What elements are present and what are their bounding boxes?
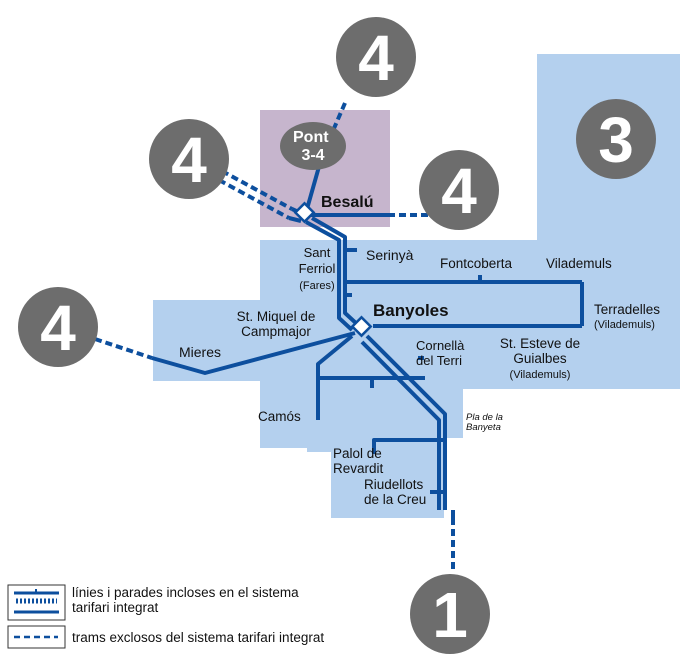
label-besalu: Besalú: [321, 194, 373, 211]
label-line: Cornellà: [416, 338, 465, 353]
label-line: Palol de: [333, 446, 382, 461]
line-palol: [372, 438, 447, 454]
label-line: Fontcoberta: [440, 256, 513, 271]
line-banyoles-riudellots-b: [360, 340, 441, 510]
zone-3-area: [153, 54, 680, 518]
pont-3-4-label: Pont 3-4: [293, 129, 333, 164]
zone-4-topleft-number: 4: [171, 124, 207, 196]
pont-line-1: Pont: [293, 129, 329, 146]
label-line: Campmajor: [241, 324, 311, 339]
dashed-to-zone4-left: [94, 337, 153, 360]
zone-1-number: 1: [432, 579, 468, 651]
label-line: Sant: [304, 245, 331, 260]
dashed-to-zone4-topleft-a: [221, 169, 293, 211]
label-fontcoberta: Fontcoberta: [440, 256, 513, 271]
line-banyoles-mieres: [151, 331, 356, 375]
label-line: Vilademuls: [546, 256, 612, 271]
label-line: (Fares): [299, 280, 334, 292]
line-banyoles-riudellots-a: [365, 334, 447, 510]
label-line: Riudellots: [364, 477, 424, 492]
label-terradelles: Terradelles (Vilademuls): [594, 302, 660, 331]
line-besalu-banyoles-b: [305, 220, 354, 332]
line-besalu-nw-b: [288, 216, 302, 223]
label-line: Terradelles: [594, 302, 660, 317]
label-banyoles: Banyoles: [373, 301, 449, 320]
label-line: St. Miquel de: [237, 309, 316, 324]
label-line: Besalú: [321, 194, 373, 211]
line-besalu-banyoles-a: [311, 216, 360, 327]
label-line: Banyeta: [466, 422, 501, 433]
label-line: Camós: [258, 409, 301, 424]
label-line: del Terri: [416, 353, 462, 368]
zone-4-right-number: 4: [441, 155, 477, 227]
included-lines: [151, 155, 584, 518]
label-line: Ferriol: [299, 261, 336, 276]
line-banyoles-camos: [316, 334, 354, 420]
zone-4-left-number: 4: [40, 292, 76, 364]
banyoles-station: [350, 315, 373, 338]
besalu-station: [293, 201, 316, 224]
zone-3-badge: [576, 99, 656, 179]
zone-4-top-number: 4: [358, 22, 394, 94]
pont-3-4-badge: [280, 122, 346, 170]
dashed-to-zone4-topleft-b: [218, 178, 290, 220]
label-line: Mieres: [179, 344, 221, 360]
zone-4-right-badge: [419, 150, 499, 230]
label-line: St. Esteve de: [500, 336, 580, 351]
legend-excluded-text: trams exclosos del sistema tarifari inte…: [72, 630, 325, 645]
label-line: de la Creu: [364, 492, 426, 507]
label-line: Banyoles: [373, 301, 449, 320]
zone-4-left-badge: [18, 287, 98, 367]
zone-1-badge: [410, 574, 490, 654]
label-line: Pla de la: [466, 412, 503, 423]
label-serinya: Serinyà: [366, 247, 414, 263]
pont-line-2: 3-4: [301, 147, 324, 164]
label-line: (Vilademuls): [594, 319, 655, 331]
label-line: Serinyà: [366, 247, 414, 263]
label-camos: Camós: [258, 409, 301, 424]
label-line: (Vilademuls): [510, 369, 571, 381]
zone-badges: 4 4 4 4 3 1 Pont 3-4: [18, 17, 656, 654]
label-line: Guialbes: [513, 351, 567, 366]
legend-symbols: [7, 584, 66, 649]
zone-4-topleft-badge: [149, 119, 229, 199]
legend-included-text: línies i parades incloses en el sistema …: [72, 585, 299, 615]
label-mieres: Mieres: [179, 344, 221, 360]
zone-3-number: 3: [598, 104, 634, 176]
label-vilademuls: Vilademuls: [546, 256, 612, 271]
zone-4-top-badge: [336, 17, 416, 97]
label-line: Revardit: [333, 461, 384, 476]
